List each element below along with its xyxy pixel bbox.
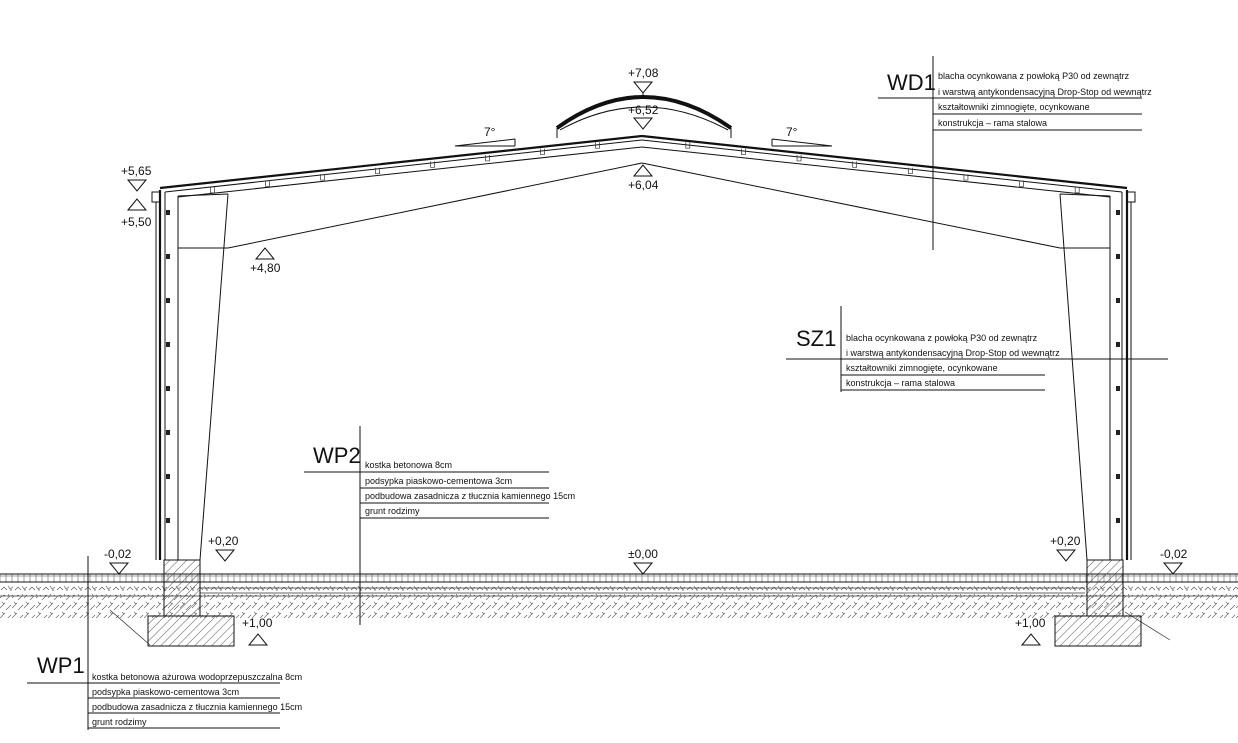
rail-right <box>1116 474 1120 479</box>
svg-text:i warstwą antykondensacyjną Dr: i warstwą antykondensacyjną Drop-Stop od… <box>938 87 1152 97</box>
level-marker-floor-zero: ±0,00 <box>628 547 658 575</box>
purlin-left <box>210 186 215 194</box>
svg-text:+6,52: +6,52 <box>628 103 659 117</box>
purlins <box>210 142 1080 194</box>
svg-text:+7,08: +7,08 <box>628 66 659 80</box>
svg-text:-0,02: -0,02 <box>1160 547 1188 561</box>
purlin-left <box>595 142 600 149</box>
purlin-right <box>852 161 858 168</box>
legend-wd1: WD1 blacha ocynkowana z powłoką P30 od z… <box>878 56 1152 250</box>
portal-frame <box>151 134 1136 561</box>
level-marker-skylight-base: +6,52 <box>628 103 659 130</box>
legend-wp2: WP2 kostka betonowa 8cm podsypka piaskow… <box>304 426 575 625</box>
purlin-right <box>796 154 802 162</box>
purlin-right <box>685 142 691 149</box>
wall-rails <box>166 210 1120 523</box>
purlin-right <box>907 167 913 175</box>
slope-marker-left: 7° <box>454 125 516 147</box>
rail-left <box>166 474 170 479</box>
legend-wp1-tag: WP1 <box>37 653 85 678</box>
rail-left <box>166 298 170 303</box>
svg-text:+0,20: +0,20 <box>1050 534 1081 548</box>
slope-left-label: 7° <box>484 125 496 139</box>
level-marker-eaves-bottom: +5,50 <box>121 198 152 229</box>
legend-wp1: WP1 kostka betonowa ażurowa wodoprzepusz… <box>27 556 302 730</box>
ridge-skylight <box>555 95 733 138</box>
gravel-layer <box>0 582 1238 596</box>
purlin-right <box>1019 180 1024 187</box>
svg-text:+4,80: +4,80 <box>250 261 281 275</box>
level-marker-floor-left: +0,20 <box>208 534 239 562</box>
rail-left <box>166 518 170 523</box>
rail-right <box>1116 342 1120 347</box>
rail-left <box>166 386 170 391</box>
level-marker-footing-right: +1,00 <box>1015 616 1046 646</box>
svg-text:±0,00: ±0,00 <box>628 547 658 561</box>
level-marker-eaves-top: +5,65 <box>121 164 152 192</box>
paving-strip <box>0 574 1238 582</box>
rail-right <box>1116 386 1120 391</box>
legend-wp2-tag: WP2 <box>313 443 361 468</box>
rail-right <box>1116 210 1120 215</box>
purlin-right <box>1074 186 1080 194</box>
svg-text:blacha ocynkowana z powłoką P3: blacha ocynkowana z powłoką P30 od zewną… <box>846 333 1038 343</box>
slope-right-label: 7° <box>786 125 798 139</box>
level-marker-floor-right: +0,20 <box>1050 534 1081 562</box>
level-marker-ridge-inner: +6,04 <box>628 164 659 192</box>
level-marker-footing-left: +1,00 <box>242 616 273 646</box>
svg-text:+1,00: +1,00 <box>242 616 273 630</box>
svg-text:konstrukcja – rama stalowa: konstrukcja – rama stalowa <box>938 118 1047 128</box>
footing-right <box>1054 559 1142 647</box>
svg-text:konstrukcja – rama stalowa: konstrukcja – rama stalowa <box>846 378 955 388</box>
purlin-right <box>963 174 969 181</box>
rail-left <box>166 430 170 435</box>
ground <box>0 573 1238 646</box>
svg-text:kostka betonowa 8cm: kostka betonowa 8cm <box>365 460 452 470</box>
level-marker-haunch: +4,80 <box>250 247 281 275</box>
rail-right <box>1116 254 1120 259</box>
purlin-left <box>375 167 380 175</box>
svg-text:-0,02: -0,02 <box>104 547 132 561</box>
legend-wd1-tag: WD1 <box>887 70 936 95</box>
rail-left <box>166 342 170 347</box>
svg-text:i warstwą antykondensacyjną Dr: i warstwą antykondensacyjną Drop-Stop od… <box>846 348 1060 358</box>
rail-right <box>1116 430 1120 435</box>
svg-text:+1,00: +1,00 <box>1015 616 1046 630</box>
rail-right <box>1116 298 1120 303</box>
rail-right <box>1116 518 1120 523</box>
purlin-right <box>741 148 746 155</box>
purlin-left <box>485 154 490 162</box>
svg-text:+6,04: +6,04 <box>628 178 659 192</box>
svg-text:grunt rodzimy: grunt rodzimy <box>92 717 147 727</box>
svg-text:+5,50: +5,50 <box>121 215 152 229</box>
svg-text:kształtowniki zimnogięte, ocyn: kształtowniki zimnogięte, ocynkowane <box>938 102 1090 112</box>
level-marker-skylight-top: +7,08 <box>628 66 659 96</box>
purlin-left <box>265 180 270 187</box>
purlin-left <box>430 161 435 168</box>
purlin-left <box>320 174 325 181</box>
svg-text:+0,20: +0,20 <box>208 534 239 548</box>
slope-marker-right: 7° <box>771 125 833 147</box>
svg-text:podbudowa zasadnicza z tłuczni: podbudowa zasadnicza z tłucznia kamienne… <box>92 702 302 712</box>
svg-text:podsypka piaskowo-cementowa 3c: podsypka piaskowo-cementowa 3cm <box>365 476 512 486</box>
level-marker-terrain-left: -0,02 <box>104 547 132 575</box>
purlin-left <box>540 148 545 155</box>
svg-text:podbudowa zasadnicza z tłuczni: podbudowa zasadnicza z tłucznia kamienne… <box>365 491 575 501</box>
rail-left <box>166 210 170 215</box>
footing-left <box>147 559 235 647</box>
svg-text:podsypka piaskowo-cementowa 3c: podsypka piaskowo-cementowa 3cm <box>92 687 239 697</box>
legend-sz1-tag: SZ1 <box>796 326 836 351</box>
rail-left <box>166 254 170 259</box>
svg-text:blacha ocynkowana z powłoką P3: blacha ocynkowana z powłoką P30 od zewną… <box>938 71 1130 81</box>
svg-text:grunt rodzimy: grunt rodzimy <box>365 506 420 516</box>
legend-sz1: SZ1 blacha ocynkowana z powłoką P30 od z… <box>786 306 1168 392</box>
native-soil <box>0 596 1238 618</box>
svg-text:kostka betonowa ażurowa wodopr: kostka betonowa ażurowa wodoprzepuszczal… <box>92 672 302 682</box>
level-marker-terrain-right: -0,02 <box>1160 547 1188 575</box>
svg-text:+5,65: +5,65 <box>121 164 152 178</box>
svg-text:kształtowniki zimnogięte, ocyn: kształtowniki zimnogięte, ocynkowane <box>846 363 998 373</box>
